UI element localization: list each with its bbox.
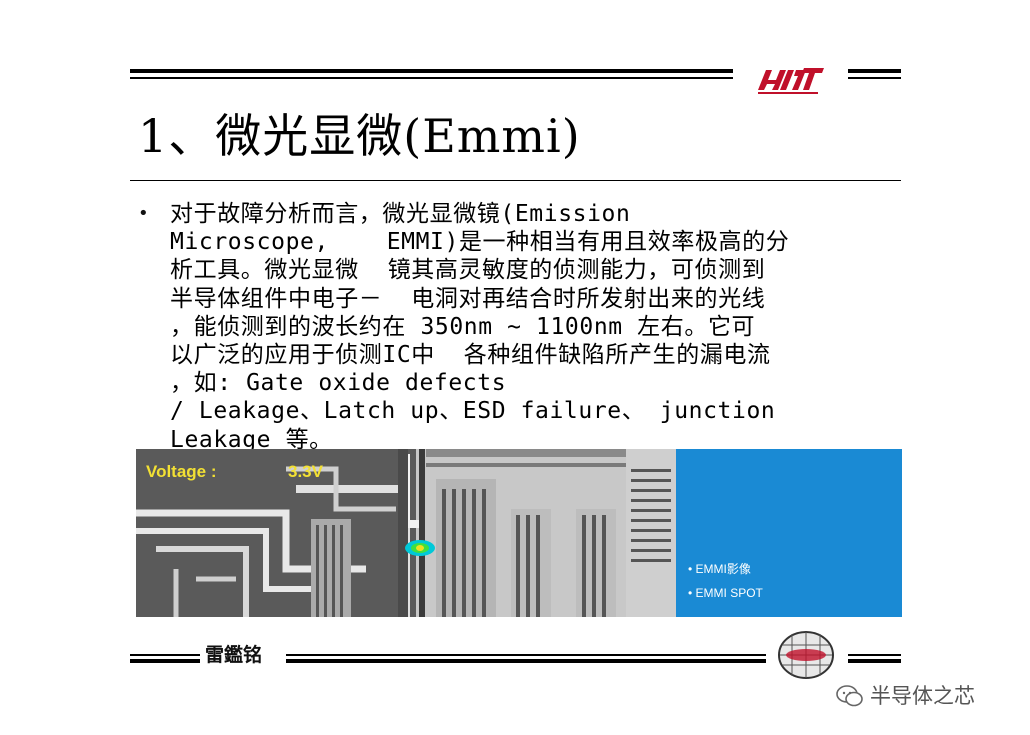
- footer-rule-mid-top: [286, 654, 766, 656]
- body-line: 半导体组件中电子－ 电洞对再结合时所发射出来的光线: [170, 285, 766, 312]
- top-rule-thin-left: [130, 77, 733, 79]
- emmi-spot-icon: [405, 540, 435, 556]
- body-line: ，能侦测到的波长约在 350nm ~ 1100nm 左右。它可: [170, 313, 756, 340]
- top-rule-thick-left: [130, 69, 733, 73]
- body-line: / Leakage、Latch up、ESD failure、 junction: [170, 398, 776, 425]
- legend-item-emmi-image: • EMMI影像: [688, 562, 751, 576]
- footer-rule-right-bottom: [848, 659, 901, 663]
- slide-title: 1、微光显微(Emmi): [138, 109, 581, 163]
- legend-panel: [676, 449, 902, 617]
- voltage-value: 3.3V: [288, 462, 324, 481]
- emmi-micrograph: Voltage : 3.3V • EMMI影像 • EMMI SPOT: [136, 449, 902, 617]
- body-line: Microscope, EMMI)是一种相当有用且效率极高的分: [170, 229, 790, 256]
- legend-item-emmi-spot: • EMMI SPOT: [688, 586, 764, 600]
- footer-rule-right-top: [848, 654, 901, 656]
- body-line: 对于故障分析而言，微光显微镜(Emission: [170, 201, 631, 227]
- body-line: ，如: Gate oxide defects: [170, 370, 507, 397]
- body-line: 以广泛的应用于侦测IC中 各种组件缺陷所产生的漏电流: [170, 342, 771, 369]
- voltage-label: Voltage :: [146, 462, 217, 481]
- company-logo-icon: [758, 68, 824, 94]
- footer-rule-mid-bottom: [286, 659, 766, 663]
- body-line: Leakage 等。: [170, 426, 333, 453]
- wafer-logo-icon: [778, 631, 834, 679]
- footer-rule-left-bottom: [130, 659, 200, 663]
- top-rule-thin-right: [848, 77, 901, 79]
- title-underline: [130, 180, 901, 181]
- emmi-image: Voltage : 3.3V • EMMI影像 • EMMI SPOT: [136, 449, 902, 617]
- body-line: 析工具。微光显微 镜其高灵敏度的侦测能力，可侦测到: [170, 257, 766, 284]
- footer-rule-left-top: [130, 654, 200, 656]
- watermark-text: 半导体之芯: [870, 684, 975, 708]
- author-name: 雷鑑铭: [205, 644, 263, 666]
- top-rule-thick-right: [848, 69, 901, 73]
- wechat-icon: [836, 685, 863, 707]
- body-paragraph: 对于故障分析而言，微光显微镜(Emission Microscope, EMMI…: [170, 200, 910, 454]
- bullet-marker: •: [138, 203, 149, 224]
